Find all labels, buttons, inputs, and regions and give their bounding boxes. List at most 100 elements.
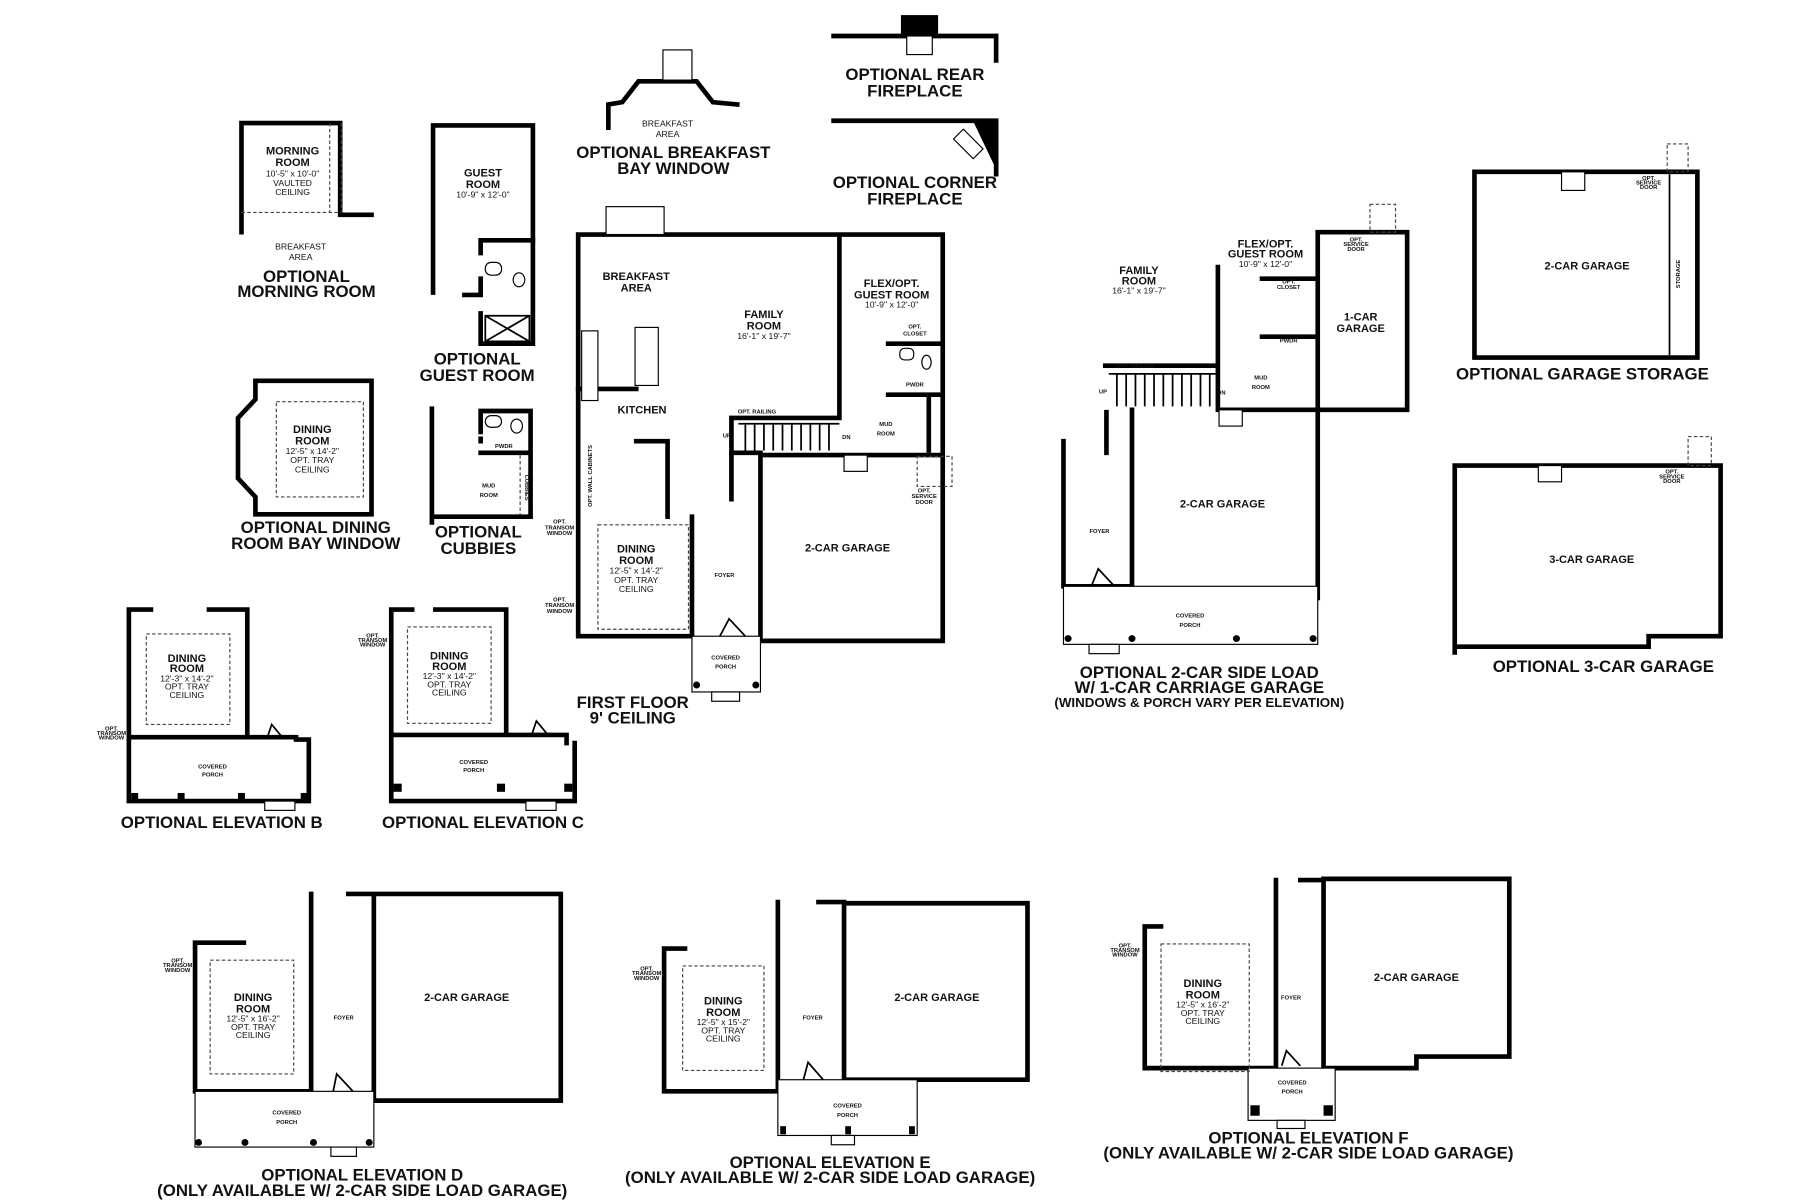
elev-b-dining-2: ROOM	[170, 663, 204, 675]
elev-e-transom-2: TRANSOM	[632, 971, 661, 977]
optional-breakfast-bay-window: BREAKFAST AREA OPTIONAL BREAKFAST BAY WI…	[576, 49, 771, 178]
side-flex-label: FLEX/OPT.	[1238, 238, 1294, 250]
elev-e-subtitle: (ONLY AVAILABLE W/ 2-CAR SIDE LOAD GARAG…	[625, 1168, 1035, 1187]
opt-transom-label-2: TRANSOM	[545, 525, 574, 531]
side-porch-label: COVERED	[1176, 614, 1205, 620]
morning-room-label: MORNING	[266, 145, 319, 157]
dining-room-label-2: ROOM	[619, 555, 653, 567]
morning-room-title-2: MORNING ROOM	[237, 282, 375, 301]
elev-c-dining-2: ROOM	[432, 661, 466, 673]
optional-three-car-garage: 3-CAR GARAGE OPT. SERVICE DOOR OPTIONAL …	[1452, 435, 1723, 676]
elev-f-ceiling-2: CEILING	[1185, 1016, 1220, 1026]
elev-d-transom-2: TRANSOM	[163, 963, 192, 969]
guest-room-title-2: GUEST ROOM	[420, 366, 535, 385]
side-flex-label-2: GUEST ROOM	[1228, 249, 1303, 261]
elev-e-porch: COVERED	[833, 1104, 862, 1110]
elev-b-porch: COVERED	[198, 765, 227, 771]
optional-elevation-b: DINING ROOM 12'-3" x 14'-2" OPT. TRAY CE…	[97, 607, 323, 832]
side-foyer-label: FOYER	[1089, 529, 1110, 535]
elev-d-transom: OPT.	[171, 958, 184, 964]
three-car-service-door-3: DOOR	[1663, 479, 1681, 485]
cubbies-title-1: OPTIONAL	[435, 523, 522, 542]
side-load-title-2: W/ 1-CAR CARRIAGE GARAGE	[1075, 678, 1325, 697]
opt-transom-label-b2: TRANSOM	[545, 603, 574, 609]
cubbies-mud-label-2: ROOM	[480, 493, 498, 499]
cubbies-pwdr-label: PWDR	[495, 444, 514, 450]
optional-elevation-f: DINING ROOM 12'-5" x 16'-2" OPT. TRAY CE…	[1103, 876, 1514, 1163]
elev-e-garage: 2-CAR GARAGE	[894, 992, 979, 1004]
mud-room-label-2: ROOM	[877, 431, 895, 437]
dining-room-ceiling: OPT. TRAY	[614, 575, 658, 585]
guest-room-dims: 10'-9" x 12'-0"	[456, 189, 509, 199]
stairs-up-label: UP	[723, 434, 731, 440]
opt-closet-label: OPT.	[908, 325, 921, 331]
elev-c-ceiling-2: CEILING	[432, 687, 467, 697]
porch-label: COVERED	[711, 655, 740, 661]
dining-room-label: DINING	[617, 544, 656, 556]
opt-transom-label-3: WINDOW	[547, 531, 573, 537]
opt-wall-cabinets-label: OPT. WALL CABINETS	[588, 445, 594, 507]
elev-f-porch: COVERED	[1278, 1080, 1307, 1086]
rear-fireplace-title-1: OPTIONAL REAR	[845, 65, 984, 84]
three-car-service-door-2: SERVICE	[1659, 474, 1684, 480]
elev-b-transom-2: TRANSOM	[97, 731, 126, 737]
opt-closet-label-2: CLOSET	[903, 332, 927, 338]
elev-f-transom-3: WINDOW	[1112, 953, 1138, 959]
garage-storage-title: OPTIONAL GARAGE STORAGE	[1456, 365, 1709, 384]
side-two-car-garage-label: 2-CAR GARAGE	[1180, 498, 1265, 510]
morning-breakfast-label-2: AREA	[289, 252, 313, 262]
dining-bay-dims: 12'-5" x 14'-2"	[286, 446, 339, 456]
elev-e-dims: 12'-5" x 15'-2"	[697, 1017, 750, 1027]
elev-f-title: OPTIONAL ELEVATION F	[1208, 1129, 1408, 1148]
cubbies-mud-label: MUD	[482, 484, 495, 490]
service-door-label-3: DOOR	[915, 500, 933, 506]
breakfast-area-label: BREAKFAST	[603, 271, 671, 283]
guest-room-label-2: ROOM	[466, 179, 500, 191]
side-porch-label-2: PORCH	[1180, 623, 1201, 629]
side-flex-dims: 10'-9" x 12'-0"	[1239, 259, 1292, 269]
elev-d-garage: 2-CAR GARAGE	[424, 992, 509, 1004]
porch-label-2: PORCH	[715, 665, 736, 671]
elev-f-dining: DINING	[1184, 978, 1223, 990]
side-up-label: UP	[1099, 390, 1107, 396]
opt-railing-label: OPT. RAILING	[738, 409, 777, 415]
elev-c-dims: 12'-3" x 14'-2"	[423, 671, 476, 681]
pwdr-label: PWDR	[906, 383, 925, 389]
elev-c-transom: OPT.	[366, 633, 379, 639]
elev-b-transom-3: WINDOW	[99, 736, 125, 742]
family-room-label: FAMILY	[744, 309, 784, 321]
first-floor-title: FIRST FLOOR	[577, 693, 689, 712]
elev-f-ceiling: OPT. TRAY	[1181, 1008, 1225, 1018]
optional-elevation-e: DINING ROOM 12'-5" x 15'-2" OPT. TRAY CE…	[625, 899, 1035, 1187]
three-car-garage-label: 3-CAR GARAGE	[1549, 554, 1634, 566]
elev-e-dining: DINING	[704, 995, 743, 1007]
side-family-label-2: ROOM	[1122, 275, 1156, 287]
elev-d-title: OPTIONAL ELEVATION D	[261, 1166, 463, 1185]
one-car-garage-label-2: GARAGE	[1337, 323, 1385, 335]
elev-b-dims: 12'-3" x 14'-2"	[160, 674, 213, 684]
elev-f-dining-2: ROOM	[1186, 989, 1220, 1001]
optional-side-load-garage: FAMILY ROOM 16'-1" x 19'-7" FLEX/OPT. GU…	[1054, 203, 1410, 710]
dining-bay-ceiling: OPT. TRAY	[290, 455, 334, 465]
morning-room-title-1: OPTIONAL	[263, 267, 350, 286]
dining-bay-ceiling-2: CEILING	[295, 465, 330, 475]
family-room-label-2: ROOM	[747, 321, 781, 333]
elev-d-transom-3: WINDOW	[165, 968, 191, 974]
morning-breakfast-label: BREAKFAST	[275, 242, 327, 252]
elev-c-transom-3: WINDOW	[360, 643, 386, 649]
elev-c-ceiling: OPT. TRAY	[427, 679, 471, 689]
storage-label: STORAGE	[1676, 260, 1682, 289]
flex-room-label: FLEX/OPT.	[864, 278, 920, 290]
elev-e-transom-3: WINDOW	[634, 976, 660, 982]
elev-c-porch: COVERED	[459, 760, 488, 766]
elev-d-ceiling: OPT. TRAY	[231, 1022, 275, 1032]
elev-c-porch-2: PORCH	[463, 768, 484, 774]
opt-transom-label: OPT.	[553, 520, 566, 526]
dining-room-dims: 12'-5" x 14'-2"	[610, 566, 663, 576]
dining-bay-title-1: OPTIONAL DINING	[241, 518, 391, 537]
optional-elevation-d: DINING ROOM 12'-5" x 16'-2" OPT. TRAY CE…	[157, 891, 567, 1200]
guest-room-title-1: OPTIONAL	[434, 350, 521, 369]
storage-service-door-3: DOOR	[1640, 185, 1658, 191]
flex-room-label-2: GUEST ROOM	[854, 289, 929, 301]
